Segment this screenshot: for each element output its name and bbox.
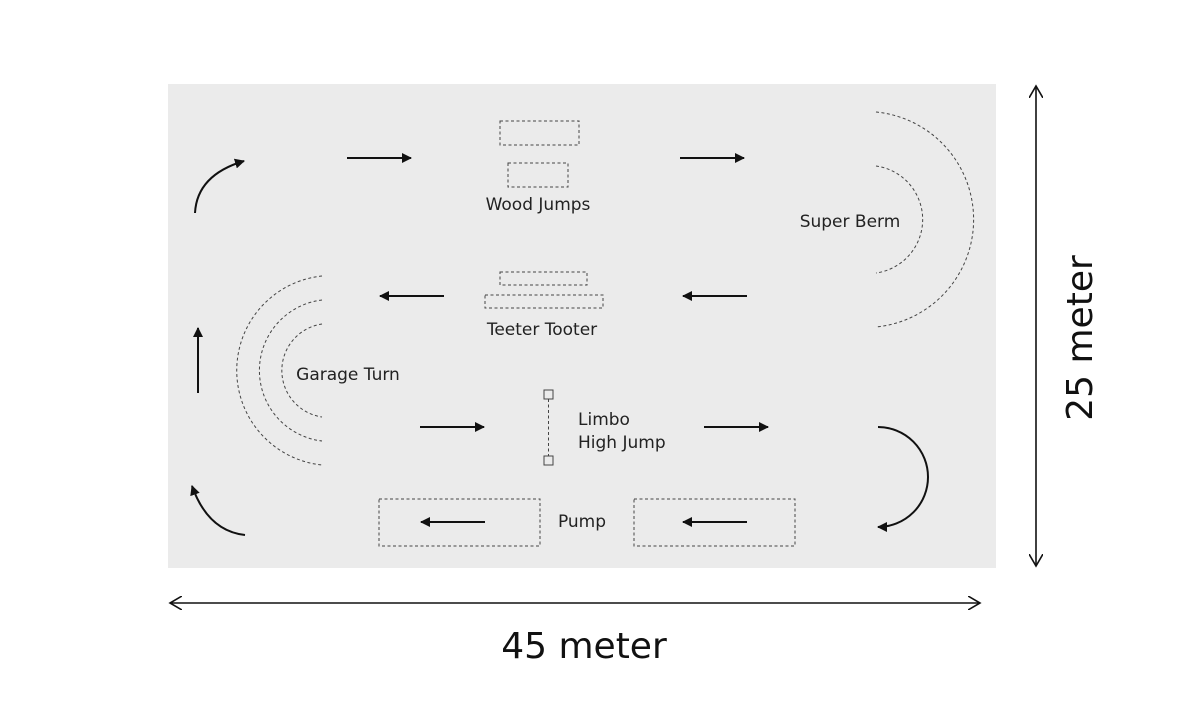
- teeter-tooter-label: Teeter Tooter: [486, 320, 597, 340]
- pump-label: Pump: [558, 512, 606, 532]
- arrow-curve-top-left: [194, 158, 245, 214]
- garage-turn-obstacle: [236, 275, 323, 466]
- teeter-tooter-obstacle: [484, 271, 604, 309]
- arrow-curve-bottom-left: [190, 485, 246, 536]
- course-field: [168, 84, 996, 568]
- arrow-curve-bottom-right: [877, 426, 929, 532]
- pump-obstacle: [378, 498, 796, 547]
- limbo-high-jump-obstacle: [543, 389, 554, 466]
- high-jump-label: High Jump: [578, 433, 666, 453]
- height-dimension-label: 25 meter: [1060, 255, 1101, 421]
- super-berm-obstacle: [875, 111, 975, 328]
- width-dimension-label: 45 meter: [501, 626, 667, 667]
- super-berm-label: Super Berm: [800, 212, 901, 232]
- wood-jumps-obstacle: [499, 120, 580, 188]
- wood-jumps-label: Wood Jumps: [486, 195, 591, 215]
- limbo-label: Limbo: [578, 410, 630, 430]
- garage-turn-label: Garage Turn: [296, 365, 400, 385]
